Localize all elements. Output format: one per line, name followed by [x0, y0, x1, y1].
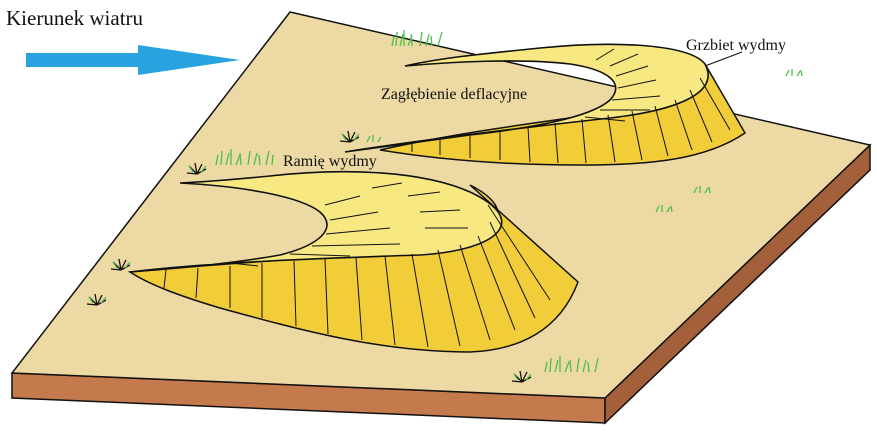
dune-arm-label: Ramię wydmy	[283, 153, 377, 171]
dune-crest-label: Grzbiet wydmy	[686, 37, 786, 55]
grass-tuft-icon	[786, 69, 802, 76]
wind-arrow-icon	[26, 45, 240, 75]
wind-direction-label: Kierunek wiatru	[6, 6, 143, 31]
deflation-hollow-label: Zagłębienie deflacyjne	[381, 86, 527, 104]
